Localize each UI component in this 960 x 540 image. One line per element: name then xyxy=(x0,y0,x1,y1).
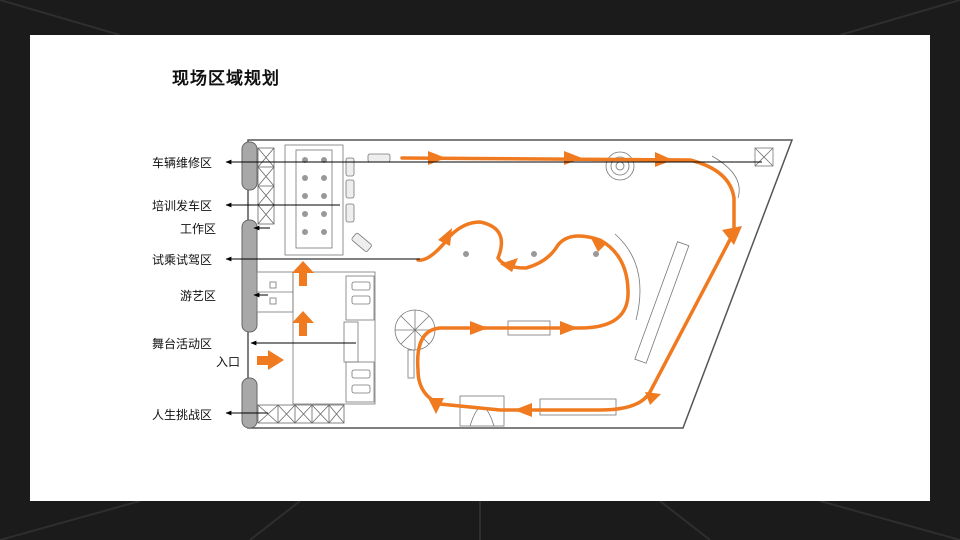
page-title: 现场区域规划 xyxy=(172,69,280,89)
parked-cars xyxy=(345,153,391,252)
pillars xyxy=(241,141,258,429)
slide-canvas xyxy=(30,35,930,501)
challenge-boxes xyxy=(257,404,345,424)
label-amusement-zone: 游艺区 xyxy=(180,289,217,303)
leader-lines xyxy=(225,159,762,416)
left-storage-boxes xyxy=(257,147,275,225)
label-stage-activity-zone: 舞台活动区 xyxy=(152,337,213,351)
label-training-departure-zone: 培训发车区 xyxy=(152,199,213,213)
track-props xyxy=(394,147,774,427)
label-test-drive-zone: 试乘试驾区 xyxy=(152,253,213,267)
label-vehicle-repair-zone: 车辆维修区 xyxy=(152,156,213,170)
label-entrance: 入口 xyxy=(216,355,241,369)
label-work-zone: 工作区 xyxy=(180,222,217,236)
stage-area xyxy=(292,271,376,405)
label-life-challenge-zone: 人生挑战区 xyxy=(152,408,213,422)
route-direction-arrows xyxy=(257,151,742,417)
driving-route xyxy=(400,156,736,412)
amusement-booths xyxy=(256,271,294,313)
site-boundary xyxy=(247,139,794,429)
